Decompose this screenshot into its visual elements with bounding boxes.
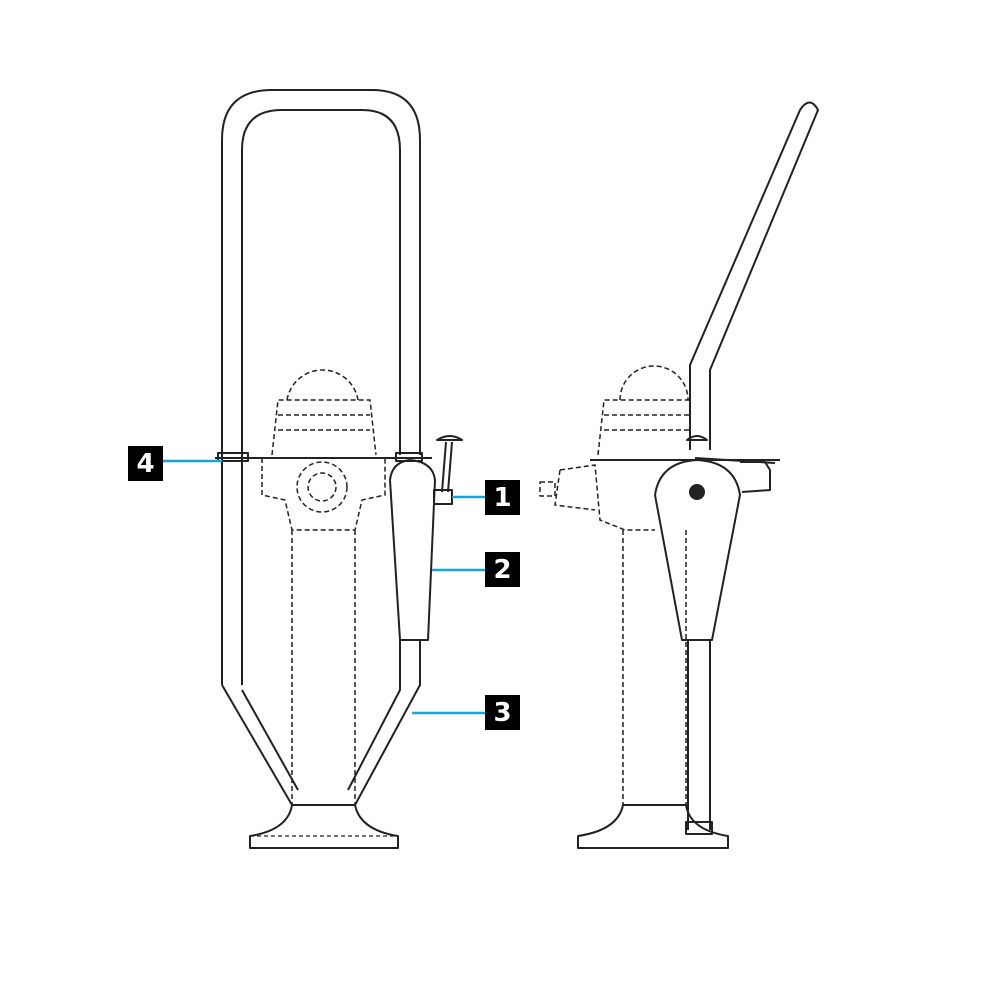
side-handle xyxy=(689,101,819,450)
pedestal-base xyxy=(249,804,399,849)
front-view xyxy=(215,89,463,849)
hidden-pump-body-side xyxy=(539,365,690,805)
guard-frame xyxy=(221,89,421,806)
side-lever-knob xyxy=(689,484,705,500)
side-handle-bag xyxy=(654,459,741,641)
hidden-pump-body xyxy=(261,369,386,805)
side-view xyxy=(539,101,819,849)
callout-2: 2 xyxy=(485,552,520,587)
callout-label: 3 xyxy=(493,697,512,728)
callout-label: 4 xyxy=(136,448,155,479)
handle-bag xyxy=(389,459,436,641)
side-base xyxy=(577,804,729,849)
callout-label: 1 xyxy=(493,482,512,513)
callout-3: 3 xyxy=(485,695,520,730)
lever xyxy=(433,435,463,505)
callout-label: 2 xyxy=(493,554,512,585)
callout-4: 4 xyxy=(128,446,163,481)
side-deck-plate xyxy=(590,457,780,493)
leader-lines xyxy=(163,459,485,715)
callout-1: 1 xyxy=(485,480,520,515)
